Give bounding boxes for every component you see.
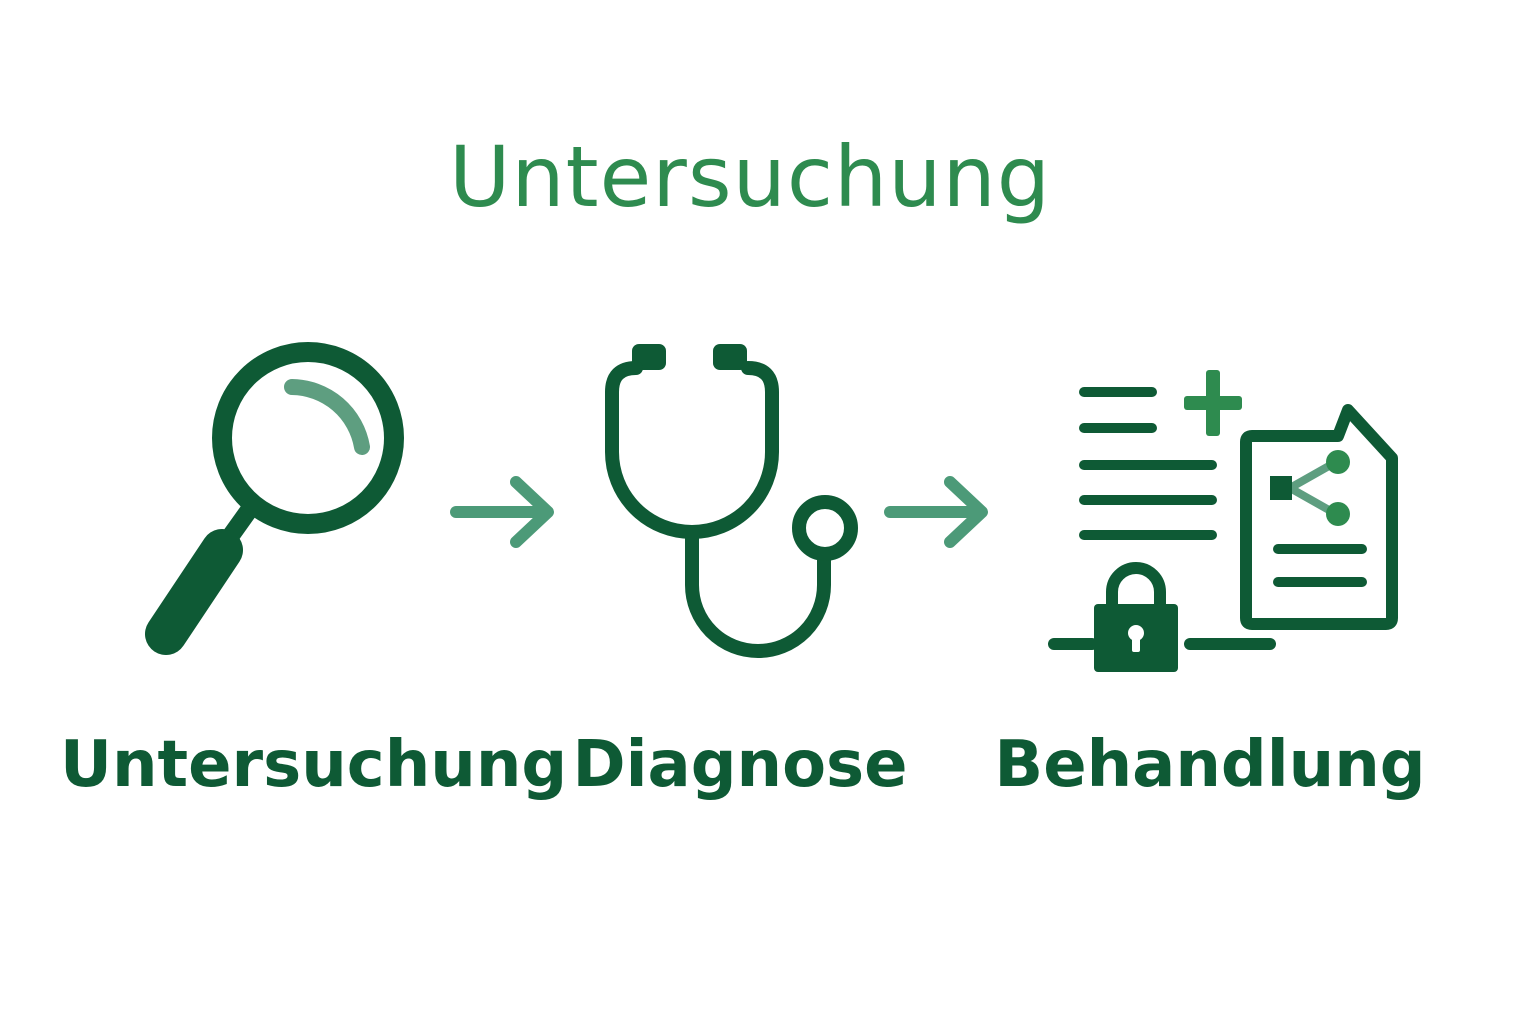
step-label-untersuchung: Untersuchung xyxy=(60,728,568,802)
chestpiece xyxy=(792,495,858,561)
step-label-behandlung: Behandlung xyxy=(994,728,1426,802)
handle-neck xyxy=(223,497,261,543)
medical-cross-icon xyxy=(1184,370,1242,436)
stethoscope-icon xyxy=(605,344,858,658)
handle-grip xyxy=(145,529,243,655)
shared-document xyxy=(1240,404,1398,630)
binaural-tube xyxy=(605,361,779,539)
lens-glare xyxy=(284,379,370,455)
padlock-icon xyxy=(1094,562,1178,672)
arrow-right-icon xyxy=(884,476,988,548)
step-label-diagnose: Diagnose xyxy=(572,728,908,802)
magnifying-glass-icon xyxy=(145,342,404,655)
medical-documents-icon xyxy=(1048,370,1398,672)
share-icon xyxy=(1270,450,1350,526)
earpiece-right xyxy=(713,344,747,370)
page-title: Untersuchung xyxy=(448,128,1052,226)
chest-tube xyxy=(685,525,831,658)
arrow-right-icon xyxy=(450,476,554,548)
lens-ring xyxy=(212,342,404,534)
